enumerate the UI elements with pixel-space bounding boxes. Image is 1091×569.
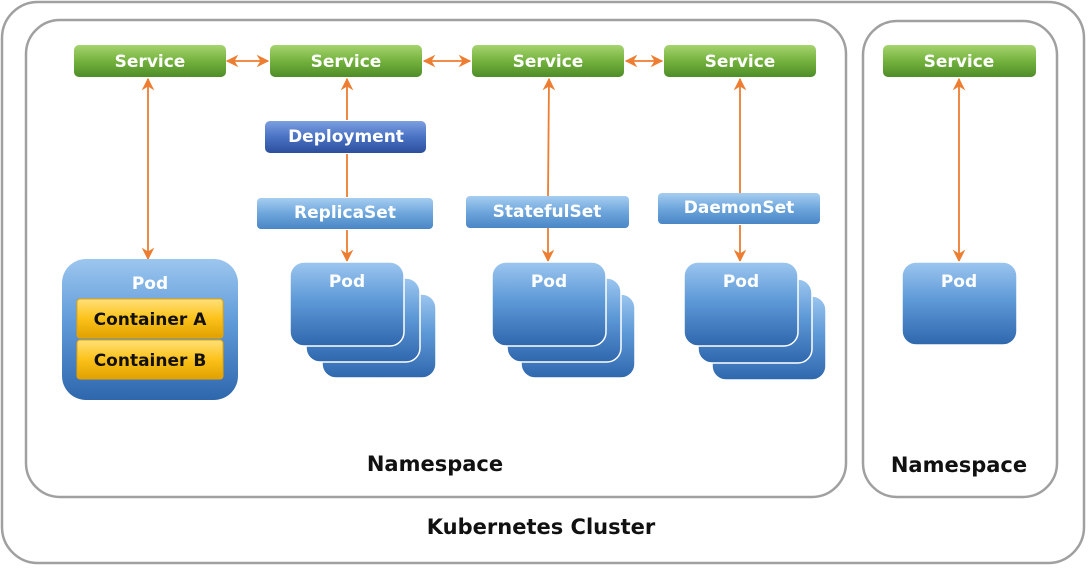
pod-2-label: Pod <box>329 272 365 292</box>
pod-stack-statefulset: Pod <box>491 261 636 379</box>
service-2-label: Service <box>311 52 382 72</box>
deployment-label: Deployment <box>288 127 404 147</box>
service-3-label: Service <box>513 52 584 72</box>
daemonset-box: DaemonSet <box>658 193 820 224</box>
pod-3-label: Pod <box>531 272 567 292</box>
pod-single-side: Pod <box>901 261 1018 346</box>
pod-with-containers: Pod Container A Container B <box>62 259 238 400</box>
deployment-box: Deployment <box>265 121 426 153</box>
container-b-label: Container B <box>94 351 207 371</box>
service-5: Service <box>883 45 1036 77</box>
replicaset-box: ReplicaSet <box>257 198 433 229</box>
service-3: Service <box>472 45 624 77</box>
pod-stack-replicaset: Pod <box>289 261 437 379</box>
pod-5-label: Pod <box>941 272 977 292</box>
container-a-label: Container A <box>94 310 208 330</box>
service-4: Service <box>664 45 816 77</box>
container-a: Container A <box>76 298 224 339</box>
connector-arrows <box>141 54 966 263</box>
cluster-label: Kubernetes Cluster <box>427 515 656 539</box>
namespace-side-label: Namespace <box>891 453 1027 477</box>
service-1-label: Service <box>115 52 186 72</box>
service-5-label: Service <box>924 52 995 72</box>
replicaset-label: ReplicaSet <box>294 203 396 223</box>
namespace-main-frame <box>24 18 848 499</box>
service-2: Service <box>270 45 422 77</box>
pod-stack-daemonset: Pod <box>683 261 827 381</box>
pod-4-label: Pod <box>723 272 759 292</box>
statefulset-label: StatefulSet <box>493 202 602 222</box>
namespace-main-label: Namespace <box>367 452 503 476</box>
arrow-service3-statefulset <box>542 77 556 197</box>
statefulset-box: StatefulSet <box>466 196 629 228</box>
namespace-side-frame <box>861 19 1059 499</box>
service-1: Service <box>74 45 226 77</box>
pod-1-label: Pod <box>132 274 168 294</box>
service-4-label: Service <box>705 52 776 72</box>
container-b: Container B <box>76 339 224 380</box>
daemonset-label: DaemonSet <box>684 198 795 218</box>
